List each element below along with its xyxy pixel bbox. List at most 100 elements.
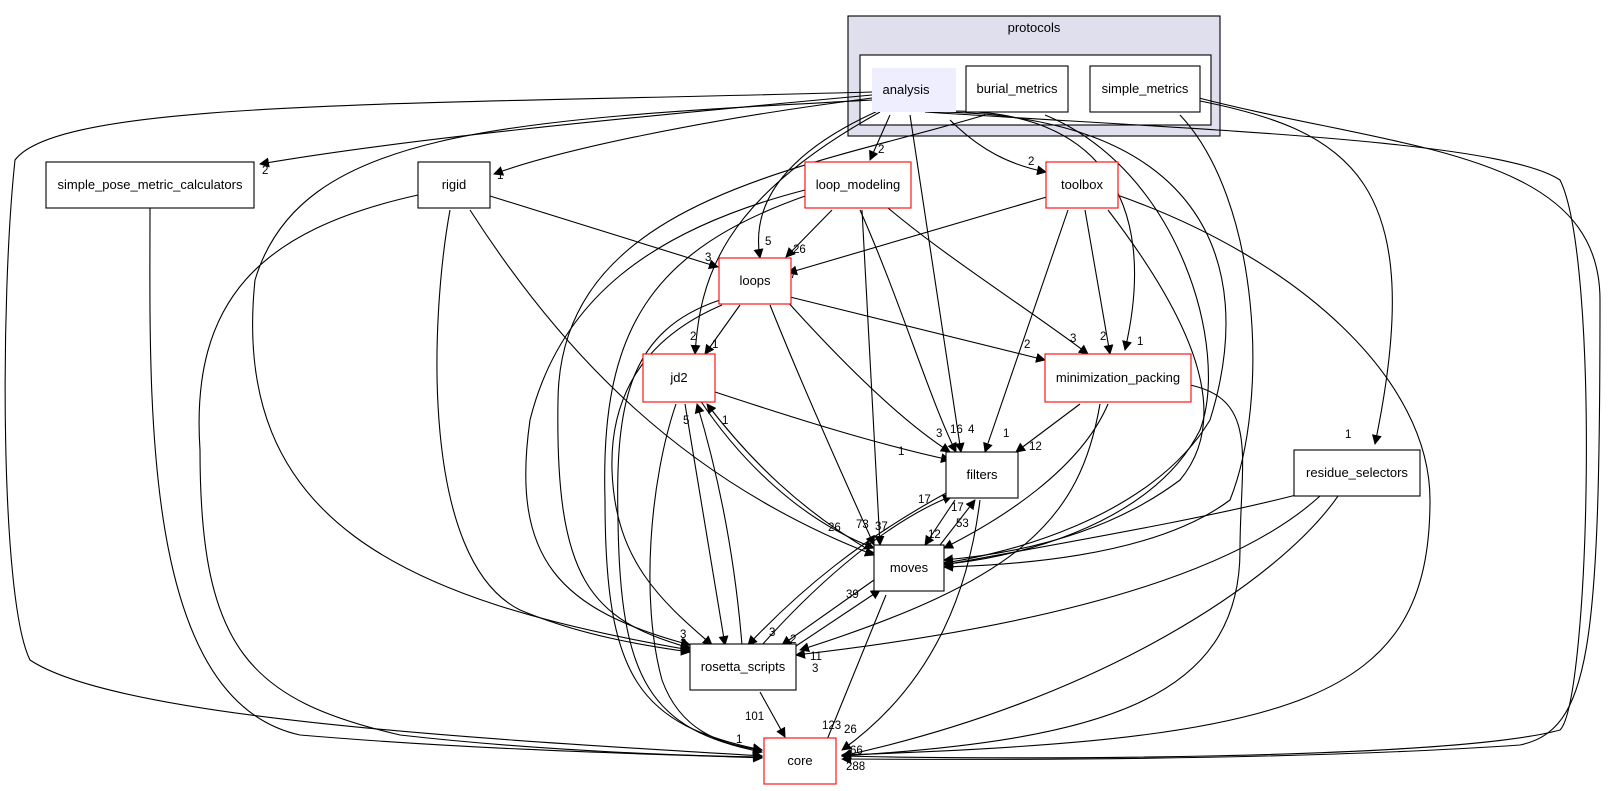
edge xyxy=(1015,403,1081,453)
edge-label: 66 xyxy=(850,745,863,757)
edge xyxy=(149,207,763,763)
edge-label: 1 xyxy=(680,644,686,656)
edge xyxy=(469,209,875,557)
edge xyxy=(706,403,875,554)
edge-label: 2 xyxy=(690,331,696,343)
svg-text:residue_selectors: residue_selectors xyxy=(1306,465,1408,480)
edge xyxy=(690,111,881,355)
edge-label: 26 xyxy=(828,522,841,534)
edge-label: 101 xyxy=(745,711,764,723)
edge-label: 3 xyxy=(769,627,775,639)
edge xyxy=(769,304,875,546)
node-core[interactable]: core xyxy=(763,737,837,785)
edge xyxy=(489,195,719,270)
svg-text:jd2: jd2 xyxy=(669,370,687,385)
edge-label: 4 xyxy=(968,424,975,436)
edge xyxy=(557,114,986,651)
edge xyxy=(841,495,1339,759)
edge xyxy=(684,403,729,646)
edge-label: 26 xyxy=(844,724,857,736)
edge xyxy=(4,91,873,761)
edge xyxy=(785,209,833,258)
edge xyxy=(649,403,763,754)
edge xyxy=(887,207,1089,355)
node-loops[interactable]: loops xyxy=(718,257,792,305)
node-burial-metrics[interactable]: burial_metrics xyxy=(965,65,1069,113)
node-residue-selectors[interactable]: residue_selectors xyxy=(1293,449,1421,497)
edge xyxy=(909,114,965,453)
node-toolbox[interactable]: toolbox xyxy=(1045,161,1119,209)
edge xyxy=(617,299,763,756)
edge xyxy=(604,194,809,754)
edge xyxy=(785,295,1046,363)
edge-label: 2 xyxy=(680,638,686,650)
edge xyxy=(493,97,873,176)
svg-text:moves: moves xyxy=(890,560,929,575)
edge-label: 1 xyxy=(898,446,904,458)
edge xyxy=(789,589,881,651)
svg-text:toolbox: toolbox xyxy=(1061,177,1103,192)
edge xyxy=(943,209,1205,565)
edge xyxy=(525,189,806,648)
edge xyxy=(820,594,887,753)
edge-label: 11 xyxy=(810,651,822,663)
edges xyxy=(4,91,1601,765)
node-rigid[interactable]: rigid xyxy=(417,161,491,209)
node-rosetta-scripts[interactable]: rosetta_scripts xyxy=(689,643,797,691)
edge-label: 3 xyxy=(812,663,818,675)
node-simple-pose-metric-calculators[interactable]: simple_pose_metric_calculators xyxy=(45,161,255,209)
svg-text:loop_modeling: loop_modeling xyxy=(816,177,901,192)
edge xyxy=(939,499,976,546)
edge-label: 1 xyxy=(1003,428,1009,440)
node-jd2[interactable]: jd2 xyxy=(642,353,716,403)
edge xyxy=(611,304,723,646)
edge xyxy=(1194,99,1393,445)
node-filters[interactable]: filters xyxy=(945,451,1019,499)
edge xyxy=(694,403,743,646)
edge-label: 12 xyxy=(1029,441,1042,453)
edge xyxy=(943,114,1254,572)
edge-label: 53 xyxy=(956,518,969,530)
edge-label: 3 xyxy=(680,629,686,641)
edge xyxy=(714,391,951,464)
edge-label: 2 xyxy=(790,634,796,646)
edge xyxy=(861,209,885,546)
edge xyxy=(259,94,873,168)
edge xyxy=(841,499,981,751)
node-simple-metrics[interactable]: simple_metrics xyxy=(1089,65,1201,113)
edge-label: 2 xyxy=(262,165,268,177)
edge-label: 5 xyxy=(765,236,771,248)
edge-labels: 2 1 2 2 5 2 4 1 16 3 1 26 7 3 2 1 3 2 1 … xyxy=(262,144,1351,773)
svg-text:filters: filters xyxy=(966,467,998,482)
node-minimization-packing[interactable]: minimization_packing xyxy=(1044,353,1192,403)
edge xyxy=(761,494,953,646)
edge-label: 288 xyxy=(846,761,865,773)
node-analysis[interactable]: analysis xyxy=(872,68,956,112)
edge xyxy=(781,579,875,646)
edge xyxy=(869,114,891,161)
edge-label: 3 xyxy=(705,252,711,264)
edge-label: 37 xyxy=(875,521,888,533)
edge xyxy=(983,209,1069,453)
node-loop-modeling[interactable]: loop_modeling xyxy=(804,161,912,209)
svg-text:simple_metrics: simple_metrics xyxy=(1102,81,1189,96)
cluster-protocols-label: protocols xyxy=(1008,20,1061,35)
svg-text:core: core xyxy=(787,753,812,768)
svg-text:minimization_packing: minimization_packing xyxy=(1056,370,1180,385)
svg-text:burial_metrics: burial_metrics xyxy=(977,81,1058,96)
edge xyxy=(787,195,1051,276)
edge-label: 1 xyxy=(736,734,742,746)
edge xyxy=(785,299,951,453)
edge xyxy=(1084,209,1114,355)
edge-label: 17 xyxy=(918,494,931,506)
edge xyxy=(795,495,1321,659)
edge-label: 2 xyxy=(1100,331,1106,343)
edge xyxy=(704,304,741,355)
edge-label: 3 xyxy=(1070,333,1076,345)
edge xyxy=(841,96,1601,765)
edge-label: 1 xyxy=(497,170,503,182)
node-moves[interactable]: moves xyxy=(873,544,945,592)
edge-label: 16 xyxy=(950,424,963,436)
svg-text:simple_pose_metric_calculators: simple_pose_metric_calculators xyxy=(58,177,243,192)
